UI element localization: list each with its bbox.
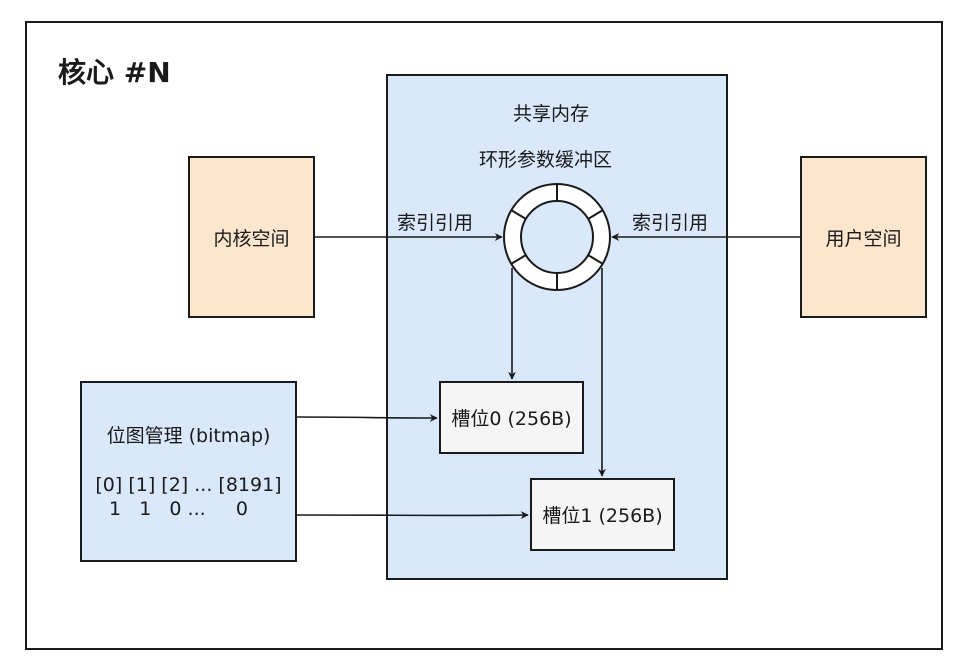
shared-memory-title: 共享内存: [513, 103, 590, 125]
kernel-space-label: 内核空间: [213, 227, 290, 250]
bitmap-indices: [0] [1] [2] ... [8191]: [95, 474, 282, 496]
core-title: 核心 #N: [58, 56, 171, 89]
user-space-box: 用户空间: [800, 156, 927, 318]
bitmap-values: 1 1 0 ... 0: [109, 498, 248, 520]
user-ref-label: 索引引用: [632, 212, 709, 234]
slot-1-box: 槽位1 (256B): [530, 478, 675, 551]
bitmap-title: 位图管理 (bitmap): [106, 425, 271, 447]
ring-buffer-icon: [503, 183, 611, 291]
user-space-label: 用户空间: [825, 227, 902, 250]
slot-0-box: 槽位0 (256B): [439, 381, 584, 454]
slot-0-label: 槽位0 (256B): [451, 408, 572, 430]
slot-1-label: 槽位1 (256B): [542, 505, 663, 527]
kernel-ref-label: 索引引用: [397, 212, 474, 234]
ring-buffer-title: 环形参数缓冲区: [479, 149, 613, 171]
bitmap-to-slot0-arrow: [296, 413, 438, 422]
kernel-space-box: 内核空间: [188, 156, 315, 318]
core-frame: [25, 21, 943, 650]
bitmap-box: 位图管理 (bitmap) [0] [1] [2] ... [8191] 1 1…: [80, 381, 297, 562]
